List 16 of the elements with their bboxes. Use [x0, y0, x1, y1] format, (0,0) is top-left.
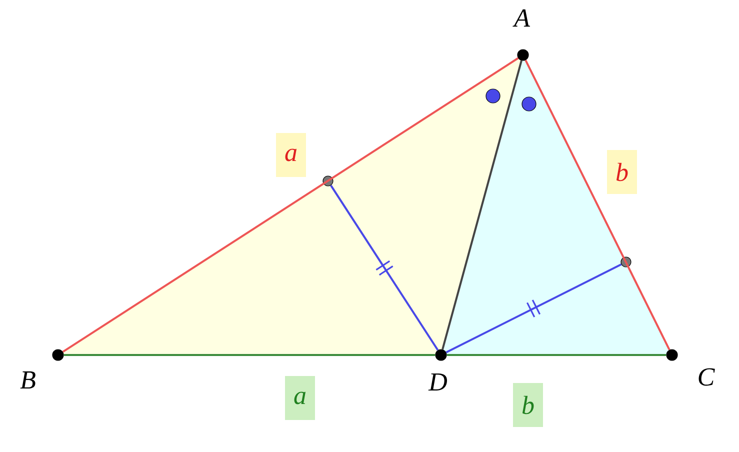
side-label: a — [276, 133, 306, 177]
point-dot — [620, 256, 632, 268]
side-label: b — [513, 383, 543, 427]
side-label: a — [285, 376, 315, 420]
line-segment — [446, 263, 622, 354]
point-label: A — [512, 9, 530, 27]
point-label: B — [20, 371, 36, 389]
line-segment — [442, 60, 522, 350]
point-label: C — [698, 368, 715, 386]
point-label: D — [428, 373, 447, 391]
line-segment — [64, 354, 436, 356]
point-dot — [322, 176, 334, 186]
side-label: b — [607, 150, 637, 194]
line-segment — [330, 184, 439, 351]
line-segment — [446, 354, 666, 356]
line-segment — [524, 60, 670, 350]
